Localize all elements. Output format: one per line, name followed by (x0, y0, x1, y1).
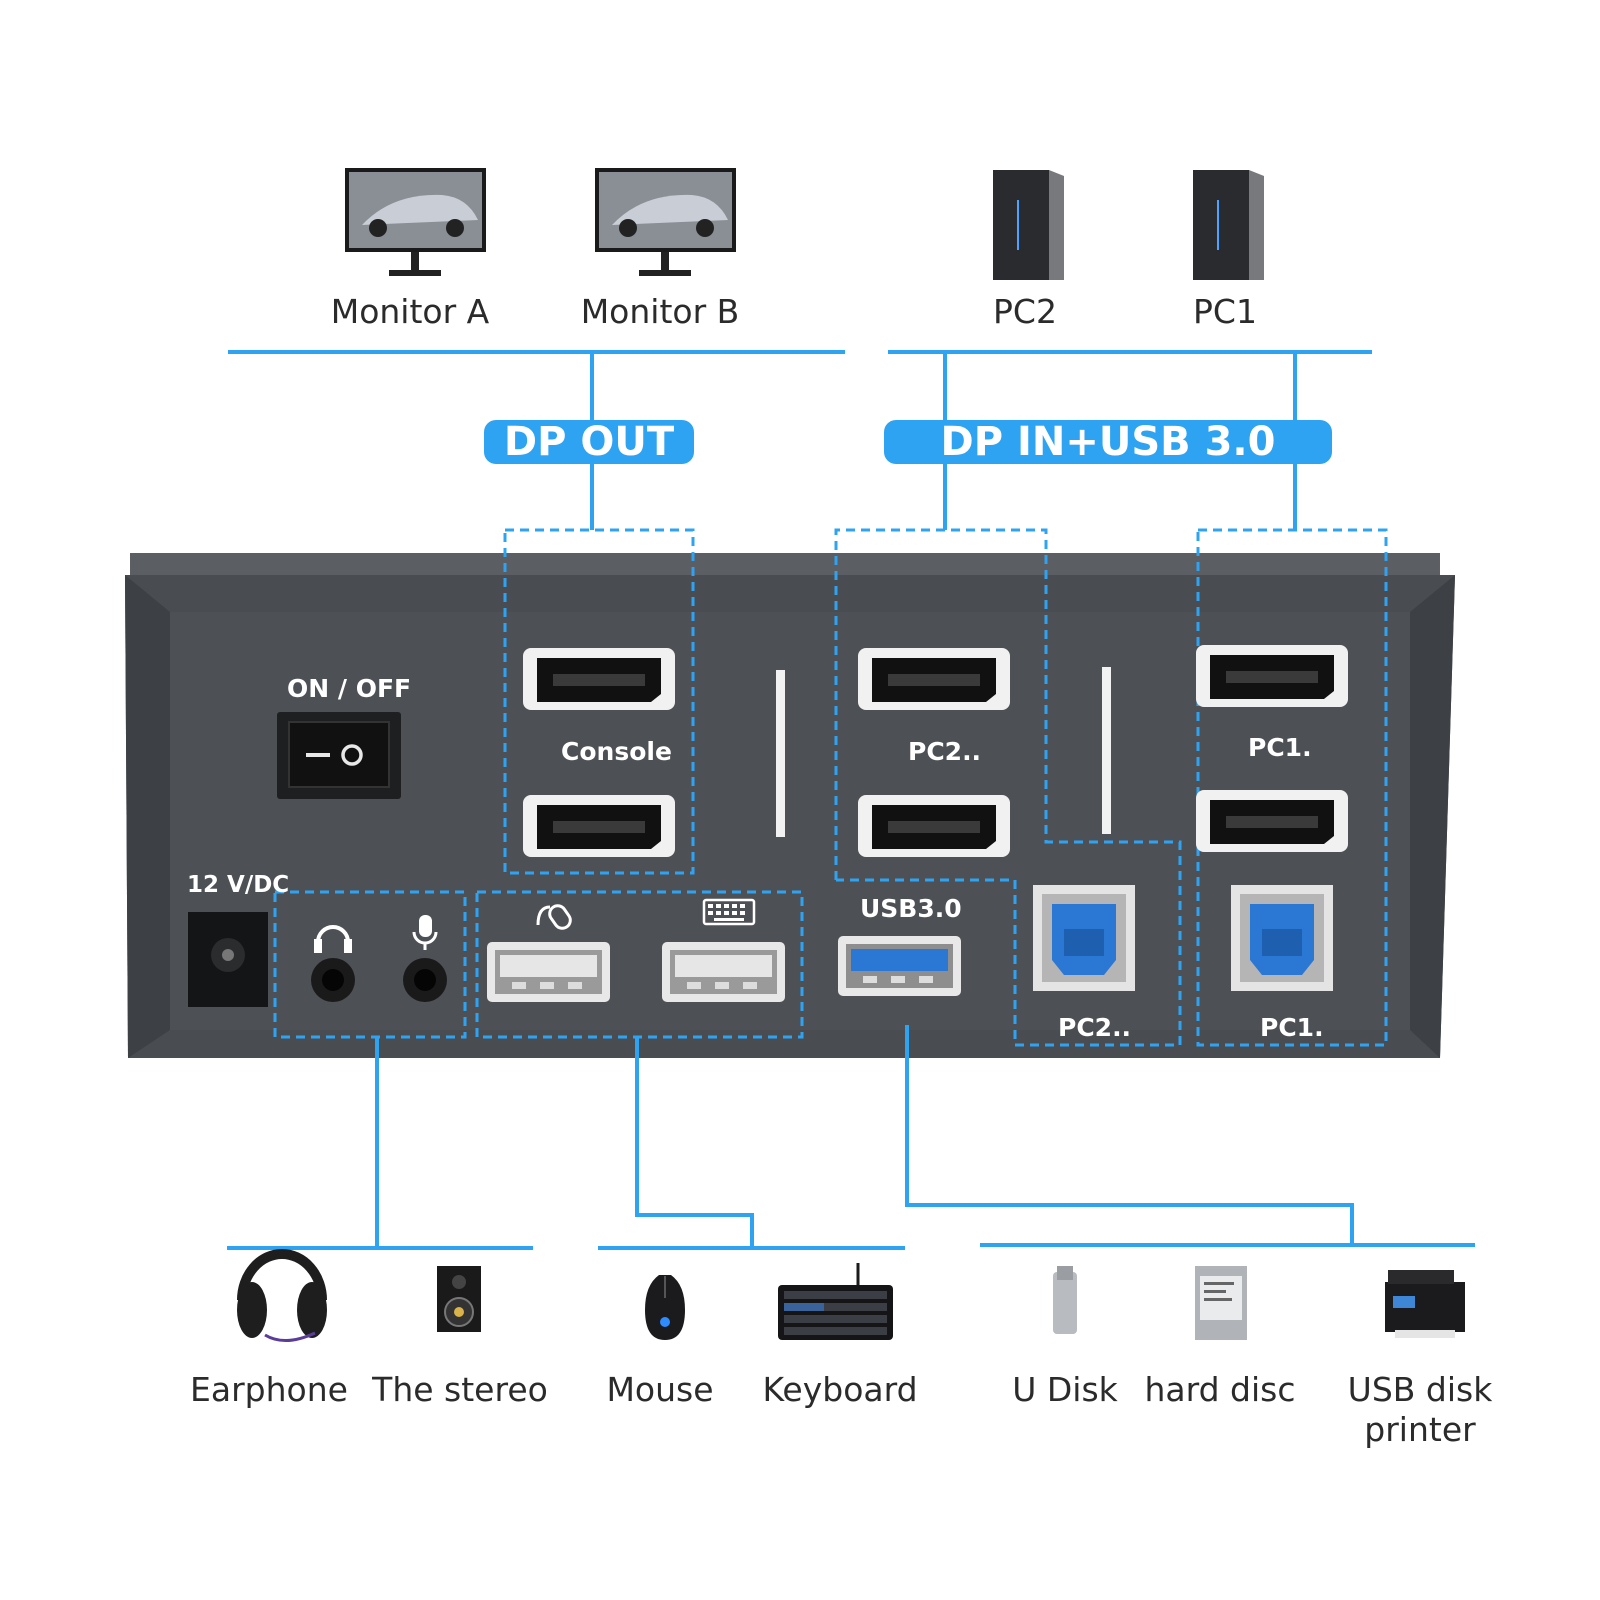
speaker-icon (437, 1266, 481, 1332)
dp-port-pc1-1[interactable] (1196, 645, 1348, 707)
bottom-connector-lines (227, 1025, 1475, 1250)
pc1-dp-label: PC1. (1248, 733, 1312, 762)
usb3-port[interactable] (838, 936, 961, 996)
mouse-icon (645, 1275, 685, 1340)
power-jack-label: 12 V/DC (187, 872, 290, 898)
pc2-label: PC2 (993, 292, 1057, 331)
power-switch[interactable] (277, 712, 401, 799)
keyboard-symbol-icon (702, 898, 756, 926)
monitor-a-label: Monitor A (330, 292, 490, 331)
earphone-label: Earphone (190, 1370, 348, 1409)
printer-icon (1385, 1270, 1465, 1338)
dp-port-pc2-2[interactable] (858, 795, 1010, 857)
usb-b-port-pc2[interactable] (1033, 885, 1135, 991)
dp-out-badge: DP OUT (484, 420, 694, 464)
divider-bar (776, 670, 785, 837)
usb-a-port-keyboard[interactable] (662, 942, 785, 1002)
dp-port-pc2-1[interactable] (858, 648, 1010, 710)
pc1-label: PC1 (1193, 292, 1257, 331)
top-connector-lines (228, 350, 1372, 530)
printer-label-line1: USB disk (1347, 1370, 1493, 1409)
microphone-icon (412, 915, 438, 950)
hard-disc-label: hard disc (1144, 1370, 1296, 1409)
power-switch-label: ON / OFF (287, 674, 412, 703)
dp-port-pc1-2[interactable] (1196, 790, 1348, 852)
stereo-label: The stereo (372, 1370, 548, 1409)
keyboard-icon (778, 1263, 893, 1340)
pc2-usb-label: PC2.. (1058, 1013, 1132, 1042)
u-disk-icon (1053, 1266, 1077, 1334)
printer-label-line2: printer (1364, 1410, 1476, 1449)
power-jack[interactable] (188, 912, 268, 1007)
console-label: Console (561, 737, 672, 766)
u-disk-label: U Disk (1012, 1370, 1118, 1409)
pc2-dp-label: PC2.. (908, 737, 982, 766)
dp-port-console-2[interactable] (523, 795, 675, 857)
mouse-label: Mouse (606, 1370, 714, 1409)
hard-disc-icon (1195, 1266, 1247, 1340)
pc1-usb-label: PC1. (1260, 1013, 1324, 1042)
dp-port-console-1[interactable] (523, 648, 675, 710)
earphone-icon (237, 1249, 327, 1342)
monitor-b-icon (595, 168, 736, 276)
keyboard-label: Keyboard (762, 1370, 918, 1409)
pc2-tower-icon (993, 170, 1064, 280)
usb30-label: USB3.0 (860, 894, 962, 923)
monitor-b-label: Monitor B (580, 292, 740, 331)
pc1-tower-icon (1193, 170, 1264, 280)
usb-b-port-pc1[interactable] (1231, 885, 1333, 991)
mouse-symbol-icon (536, 904, 572, 930)
headphone-jack[interactable] (311, 958, 355, 1002)
usb-a-port-mouse[interactable] (487, 942, 610, 1002)
port-group-outlines (273, 528, 1388, 1047)
monitor-a-icon (345, 168, 486, 276)
microphone-jack[interactable] (403, 958, 447, 1002)
headphone-icon (314, 925, 352, 953)
divider-bar (1102, 667, 1111, 834)
dp-in-usb-badge: DP IN+USB 3.0 (884, 420, 1332, 464)
